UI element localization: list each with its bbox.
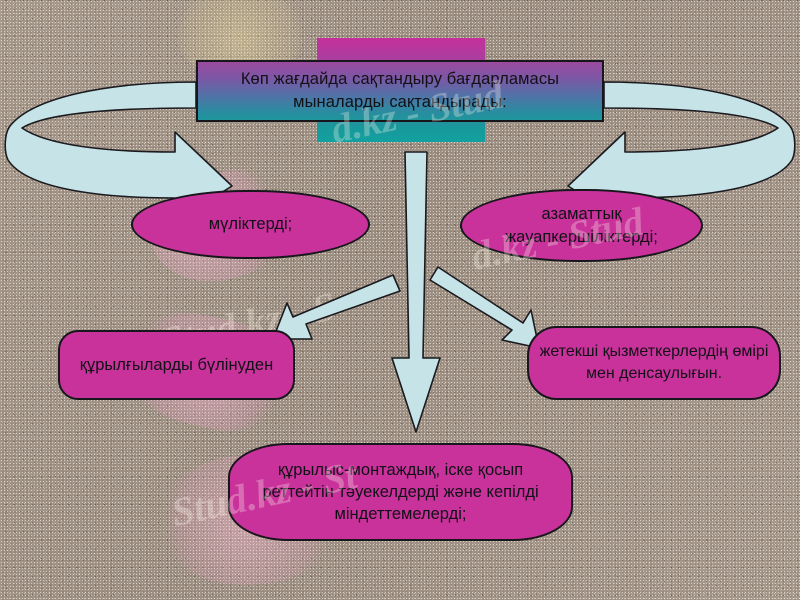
node-box-label: мүліктерді; [208, 215, 293, 234]
node-box-qurylgylarda[interactable]: құрылғыларды бүлінуден [58, 330, 295, 400]
node-box-label: жетекші қызметкерлердің өмірі мен денсау… [539, 343, 769, 382]
node-box-qurylys[interactable]: құрылыс-монтаждық, іске қосып реттейтін … [228, 443, 573, 541]
node-box-azamattyk[interactable]: азаматтық жауапкершіліктерді; [460, 189, 703, 262]
title-box-label: Көп жағдайда сақтандыру бағдарламасы мын… [240, 70, 560, 111]
node-box-label: құрылыс-монтаждық, іске қосып реттейтін … [262, 460, 539, 524]
node-box-label: азаматтық жауапкершіліктерді; [505, 205, 658, 246]
title-box: Көп жағдайда сақтандыру бағдарламасы мын… [196, 38, 604, 142]
node-box-zhetekshi[interactable]: жетекші қызметкерлердің өмірі мен денсау… [527, 326, 781, 400]
node-box-mulikterdi[interactable]: мүліктерді; [131, 190, 370, 259]
node-box-label: құрылғыларды бүлінуден [79, 355, 274, 374]
curved-u-turn-arrow-left [4, 81, 233, 223]
curved-u-turn-arrow-right [567, 81, 796, 223]
title-box-bar [196, 60, 604, 122]
diagonal-arrow-down-left [272, 274, 401, 340]
diagonal-arrow-down-right [429, 266, 540, 349]
down-arrow-center [391, 151, 441, 433]
